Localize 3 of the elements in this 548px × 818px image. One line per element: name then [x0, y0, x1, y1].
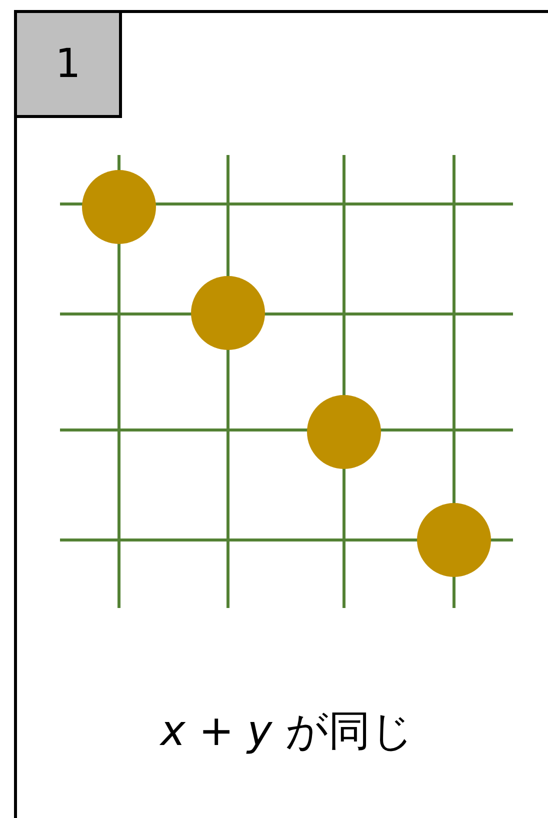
- panel-frame: [14, 10, 548, 818]
- caption-text: x + y が同じ: [158, 705, 414, 757]
- number-badge: 1: [14, 10, 122, 118]
